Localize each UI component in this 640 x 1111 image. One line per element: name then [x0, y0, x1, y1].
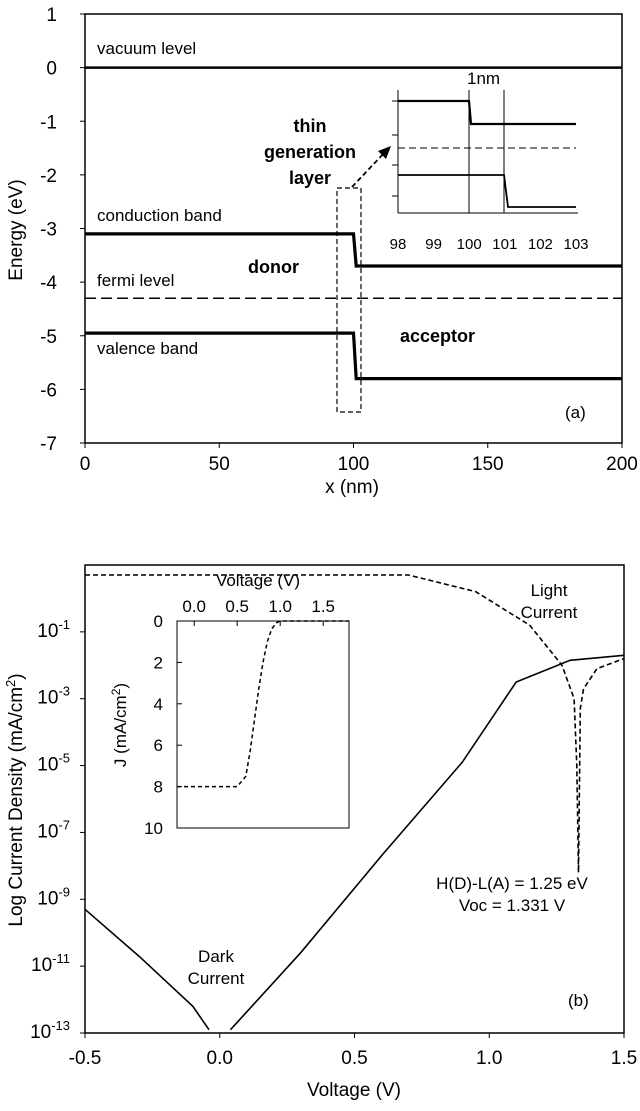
- thin-generation-layer-label-3: layer: [289, 168, 331, 188]
- b-inset-y-tick-label: 10: [144, 819, 163, 838]
- dark-current-line: [229, 654, 625, 1031]
- b-inset-y-tick-label: 4: [154, 695, 163, 714]
- b-y-tick-label: 10-11: [31, 951, 70, 976]
- a-y-tick-label: -5: [40, 327, 57, 348]
- b-inset-x-axis-title: Voltage (V): [216, 571, 300, 590]
- b-inset-y-tick-label: 8: [154, 778, 163, 797]
- b-y-tick-label: 10-3: [37, 684, 70, 709]
- a-inset-x-tick-labels: 98 99 100 101 102 103: [390, 236, 589, 253]
- a-y-tick-label: -6: [40, 380, 57, 401]
- valence-band-label: valence band: [97, 339, 198, 358]
- a-y-tick-label: -4: [40, 273, 57, 294]
- a-x-tick-label: 50: [209, 454, 230, 475]
- b-x-tick-label: 0.5: [341, 1048, 367, 1069]
- a-y-tick-label: 1: [46, 5, 57, 26]
- a-inset: 1nm 98 99 100 101 102 103: [390, 69, 589, 253]
- a-x-axis-title: x (nm): [325, 477, 379, 498]
- arrow-head-icon: [378, 146, 391, 159]
- dark-current-label-2: Current: [188, 969, 245, 988]
- b-y-axis-title: Log Current Density (mA/cm2): [3, 673, 27, 926]
- b-y-tick-label: 10-1: [37, 617, 70, 642]
- b-y-tick-label: 10-9: [37, 884, 70, 909]
- panel-a-energy-diagram: 1 0 -1 -2 -3 -4 -5 -6 -7 0 50 100 150 200 Energy (eV…: [6, 5, 638, 498]
- b-inset-x-tick-label: 1.5: [311, 597, 335, 616]
- a-x-tick-label: 0: [80, 454, 91, 475]
- b-x-tick-label: 0.0: [207, 1048, 233, 1069]
- a-x-tick-labels: 0 50 100 150 200: [80, 443, 638, 475]
- valence-band-line: [85, 331, 622, 381]
- b-inset-y-tick-label: 0: [154, 612, 163, 631]
- light-current-line: [85, 574, 625, 873]
- a-inset-x-tick-label: 98: [390, 236, 407, 253]
- conduction-band-line: [85, 232, 622, 268]
- a-y-axis-title: Energy (eV): [6, 179, 27, 280]
- panel-a-label: (a): [565, 403, 586, 422]
- b-inset-x-tick-label: 0.5: [225, 597, 249, 616]
- b-inset-y-axis-title: J (mA/cm2): [109, 683, 130, 767]
- a-y-tick-label: 0: [46, 59, 57, 80]
- b-inset-jv-curve: [177, 620, 349, 788]
- a-inset-x-tick-label: 101: [492, 236, 517, 253]
- dark-current-line-reverse: [84, 908, 210, 1031]
- b-y-tick-label: 10-7: [37, 817, 70, 842]
- a-x-tick-label: 100: [338, 454, 370, 475]
- a-x-tick-label: 150: [472, 454, 504, 475]
- light-current-label-1: Light: [531, 581, 568, 600]
- b-y-tick-labels: 10-1 10-3 10-5 10-7 10-9 10-11 10-13: [30, 617, 85, 1043]
- b-inset: Voltage (V) J (mA/cm2) 0.0 0.5 1.0 1.5 0 2 4 6 8…: [109, 571, 350, 838]
- a-inset-x-tick-label: 100: [457, 236, 482, 253]
- thin-generation-layer-label-1: thin: [294, 116, 327, 136]
- a-inset-x-tick-label: 99: [425, 236, 442, 253]
- a-inset-x-tick-label: 102: [528, 236, 553, 253]
- b-inset-ticks: 0.0 0.5 1.0 1.5 0 2 4 6 8 10: [144, 597, 335, 838]
- acceptor-label: acceptor: [400, 326, 475, 346]
- plot-area-b: [84, 564, 625, 1034]
- a-inset-valence-band: [398, 174, 576, 208]
- b-x-tick-label: -0.5: [69, 1048, 102, 1069]
- vacuum-level-label: vacuum level: [97, 39, 196, 58]
- b-x-axis-title: Voltage (V): [307, 1080, 401, 1101]
- fermi-level-label: fermi level: [97, 271, 174, 290]
- b-y-tick-label: 10-5: [37, 751, 70, 776]
- b-series-lines: [84, 574, 625, 1031]
- a-inset-1nm-label: 1nm: [467, 69, 500, 88]
- a-series-lines: [85, 66, 622, 381]
- generation-layer-box: [336, 187, 362, 413]
- generation-layer-arrow: [351, 151, 386, 188]
- a-y-tick-label: -7: [40, 434, 57, 455]
- thin-generation-layer-label-2: generation: [264, 142, 356, 162]
- b-x-tick-labels: -0.5 0.0 0.5 1.0 1.5: [69, 1033, 637, 1069]
- a-y-tick-label: -1: [40, 112, 57, 133]
- homo-lumo-offset-label: H(D)-L(A) = 1.25 eV: [436, 874, 588, 893]
- a-y-tick-label: -2: [40, 166, 57, 187]
- a-x-tick-label: 200: [606, 454, 638, 475]
- a-inset-conduction-band: [398, 99, 576, 126]
- b-x-tick-label: 1.5: [611, 1048, 637, 1069]
- b-x-tick-label: 1.0: [476, 1048, 502, 1069]
- panel-b-label: (b): [568, 991, 589, 1010]
- b-inset-x-tick-label: 0.0: [182, 597, 206, 616]
- dark-current-label-1: Dark: [198, 947, 234, 966]
- conduction-band-label: conduction band: [97, 206, 222, 225]
- b-y-tick-label: 10-13: [30, 1018, 70, 1043]
- b-inset-y-tick-label: 2: [154, 653, 163, 672]
- voc-label: Voc = 1.331 V: [459, 896, 566, 915]
- light-current-label-2: Current: [521, 603, 578, 622]
- b-inset-x-tick-label: 1.0: [268, 597, 292, 616]
- b-inset-y-tick-label: 6: [154, 736, 163, 755]
- a-y-tick-label: -3: [40, 220, 57, 241]
- a-inset-x-tick-label: 103: [563, 236, 588, 253]
- donor-label: donor: [248, 257, 299, 277]
- a-y-tick-labels: 1 0 -1 -2 -3 -4 -5 -6 -7: [40, 5, 85, 455]
- b-inset-plot-area: [176, 620, 350, 829]
